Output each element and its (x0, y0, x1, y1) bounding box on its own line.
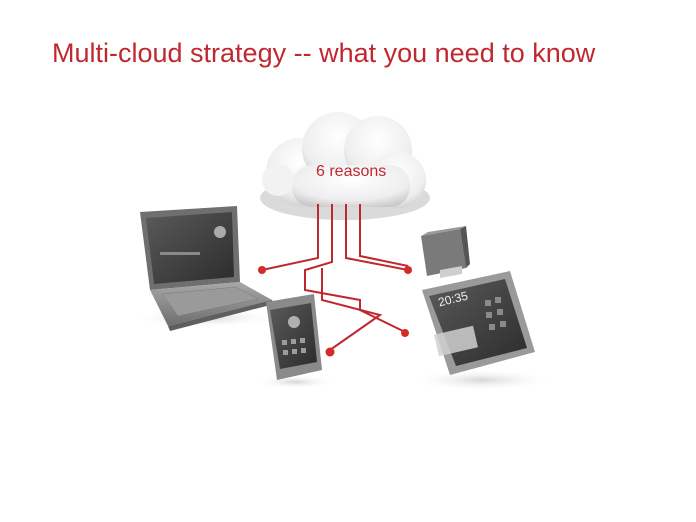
cloud-icon (260, 112, 430, 220)
tablet-icon (410, 271, 554, 391)
cloud-label: 6 reasons (316, 163, 387, 180)
page-title: Multi-cloud strategy -- what you need to… (52, 38, 596, 68)
connection-lines (261, 204, 409, 351)
router-icon (421, 226, 470, 278)
connection-nodes (258, 266, 412, 357)
smartphone-icon (255, 294, 335, 389)
laptop-icon (130, 206, 280, 331)
